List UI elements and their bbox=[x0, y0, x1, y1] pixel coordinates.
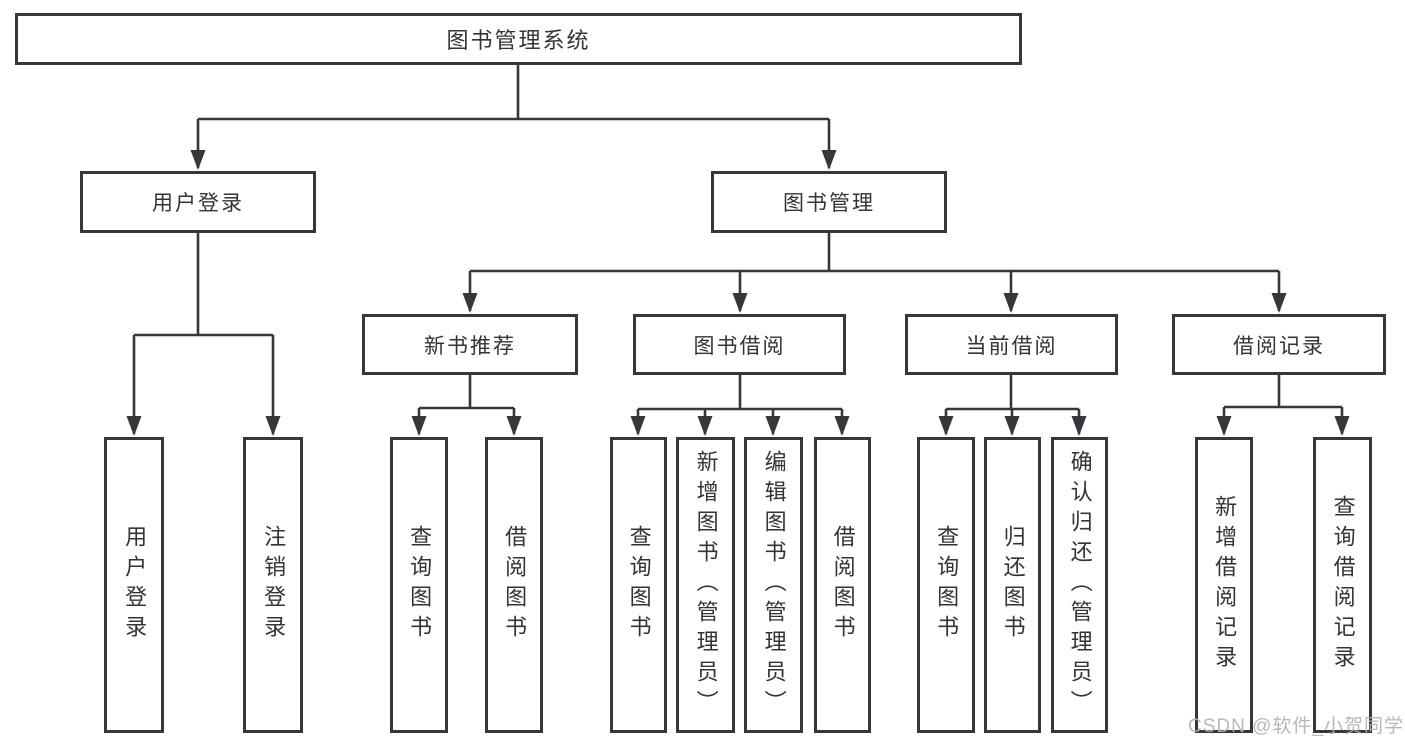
leaf-query-books-3: 查询图书 bbox=[917, 437, 975, 733]
leaf-confirm-return-admin-label: 确认归还（管理员） bbox=[1067, 450, 1093, 720]
leaf-edit-books-admin-label: 编辑图书（管理员） bbox=[761, 450, 787, 720]
leaf-logout: 注销登录 bbox=[243, 437, 303, 733]
leaf-query-books-1-label: 查询图书 bbox=[407, 525, 433, 645]
node-borrow-record: 借阅记录 bbox=[1172, 314, 1386, 375]
leaf-query-books-3-label: 查询图书 bbox=[934, 525, 960, 645]
csdn-watermark: CSDN @软件_小贺同学 bbox=[1188, 716, 1404, 737]
node-current-borrow: 当前借阅 bbox=[905, 314, 1118, 375]
leaf-borrow-books-2: 借阅图书 bbox=[814, 437, 871, 733]
leaf-borrow-books-1-label: 借阅图书 bbox=[502, 525, 528, 645]
connector-current-borrow-to-leaves bbox=[938, 375, 1087, 436]
node-root-library-system: 图书管理系统 bbox=[15, 13, 1022, 65]
leaf-add-borrow-record: 新增借阅记录 bbox=[1195, 437, 1253, 733]
leaf-query-books-2: 查询图书 bbox=[610, 437, 667, 733]
connector-root-to-level2 bbox=[190, 65, 837, 170]
leaf-query-borrow-record: 查询借阅记录 bbox=[1313, 437, 1372, 733]
leaf-user-login: 用户登录 bbox=[104, 437, 164, 733]
node-user-login: 用户登录 bbox=[80, 171, 316, 233]
leaf-logout-label: 注销登录 bbox=[261, 525, 287, 645]
leaf-confirm-return-admin: 确认归还（管理员） bbox=[1051, 437, 1108, 733]
node-new-book-recommend: 新书推荐 bbox=[362, 314, 578, 375]
leaf-add-books-admin: 新增图书（管理员） bbox=[676, 437, 735, 733]
leaf-query-books-2-label: 查询图书 bbox=[626, 525, 652, 645]
leaf-return-books-label: 归还图书 bbox=[1000, 525, 1026, 645]
leaf-add-books-admin-label: 新增图书（管理员） bbox=[693, 450, 719, 720]
leaf-add-borrow-record-label: 新增借阅记录 bbox=[1212, 495, 1238, 675]
leaf-borrow-books-2-label: 借阅图书 bbox=[830, 525, 856, 645]
leaf-borrow-books-1: 借阅图书 bbox=[485, 437, 543, 733]
leaf-query-books-1: 查询图书 bbox=[390, 437, 448, 733]
leaf-user-login-label: 用户登录 bbox=[122, 525, 148, 645]
leaf-return-books: 归还图书 bbox=[984, 437, 1041, 733]
connector-book-borrow-to-leaves bbox=[630, 375, 850, 436]
leaf-edit-books-admin: 编辑图书（管理员） bbox=[744, 437, 803, 733]
node-book-borrow: 图书借阅 bbox=[633, 314, 846, 375]
connector-book-mgmt-to-level3 bbox=[462, 233, 1287, 313]
connector-borrow-record-to-leaves bbox=[1216, 375, 1350, 436]
node-book-management: 图书管理 bbox=[711, 171, 947, 233]
connector-new-book-to-leaves bbox=[411, 375, 522, 436]
leaf-query-borrow-record-label: 查询借阅记录 bbox=[1330, 495, 1356, 675]
connector-user-login-to-leaves bbox=[126, 233, 281, 436]
